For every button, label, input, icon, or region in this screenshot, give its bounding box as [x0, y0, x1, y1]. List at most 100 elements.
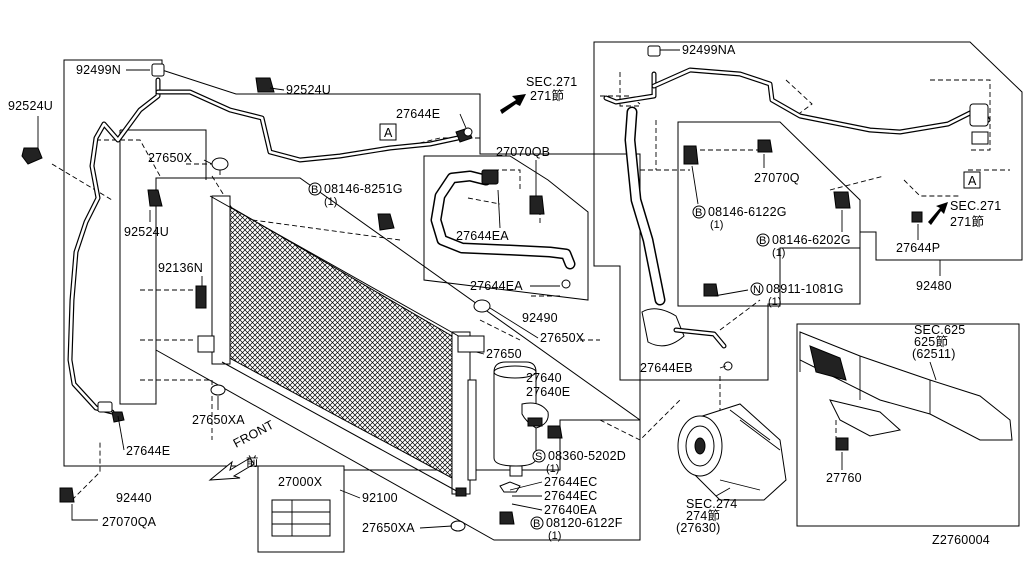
- label-sec274-sub: 274節: [686, 508, 720, 523]
- label-27000X: 27000X: [278, 475, 323, 489]
- label-27644EB: 27644EB: [640, 361, 693, 375]
- nut-27070Q: [757, 139, 773, 153]
- label-27000X-icon: [271, 499, 331, 537]
- bolt-08146-6202G: [833, 191, 851, 209]
- label-92499NA: 92499NA: [682, 43, 736, 57]
- label-92524U-mid: 92524U: [124, 225, 169, 239]
- svg-text:B: B: [533, 518, 540, 530]
- svg-text:B: B: [311, 184, 318, 196]
- label-27644P: 27644P: [896, 241, 940, 255]
- bolt-27070QA: [59, 487, 75, 503]
- label-92440: 92440: [116, 491, 152, 505]
- svg-text:(1): (1): [710, 219, 723, 231]
- label-sec625-sub: 625節: [914, 334, 948, 349]
- label-leaders: [37, 49, 941, 529]
- ref-box-A-right: A: [963, 171, 981, 189]
- label-27644EC-a: 27644EC: [544, 475, 598, 489]
- label-sec271-right-sub: 271節: [950, 214, 984, 229]
- label-27644E-bottom: 27644E: [126, 444, 170, 458]
- label-27070QA: 27070QA: [102, 515, 157, 529]
- grommet-27650X-mid: [473, 299, 491, 313]
- svg-text:(1): (1): [546, 463, 559, 475]
- grommet-27650X-top: [211, 157, 229, 171]
- suction-pipe: [603, 45, 991, 145]
- label-27644EC-b: 27644EC: [544, 489, 598, 503]
- hose-92490: [430, 169, 576, 270]
- label-27640E: 27640E: [526, 385, 570, 399]
- label-27640EA: 27640EA: [544, 503, 597, 517]
- frame-label-box: [257, 465, 345, 553]
- label-92524U-left: 92524U: [8, 99, 53, 113]
- label-27644E-top: 27644E: [396, 107, 440, 121]
- label-sec271-right: SEC.271: [950, 199, 1001, 213]
- clip-92524U-left: [21, 147, 43, 165]
- frame-right-assembly: [593, 41, 1023, 381]
- label-08146-6122G: 08146-6122G: [708, 205, 787, 219]
- label-92499N: 92499N: [76, 63, 121, 77]
- label-08146-6202G: 08146-6202G: [772, 233, 851, 247]
- sensor-92136N: [195, 285, 207, 309]
- label-27650: 27650: [486, 347, 522, 361]
- label-sec274: SEC.274: [686, 497, 737, 511]
- oring-27644P: [911, 211, 923, 223]
- svg-text:(1): (1): [324, 196, 337, 208]
- bolt-08120-6122F: [499, 511, 515, 525]
- frame-hose-detail: [423, 155, 589, 301]
- front-indicator: [208, 457, 255, 481]
- frame-compressor-box: [796, 323, 1020, 527]
- label-sec625: SEC.625: [914, 323, 965, 337]
- cap-92499NA: [647, 45, 661, 57]
- part-labels: 92499N 92524U 92524U 92524U 27644E 27644…: [8, 43, 1001, 547]
- cap-92499N: [151, 63, 165, 77]
- clip-92524U-top: [255, 77, 275, 93]
- svg-text:B: B: [695, 207, 702, 219]
- label-27644EA-top: 27644EA: [456, 229, 509, 243]
- label-27650XA-bottom: 27650XA: [362, 521, 415, 535]
- radiator-core-support: [799, 331, 1013, 441]
- condenser-92100: [197, 195, 485, 497]
- label-27650XA-left: 27650XA: [192, 413, 245, 427]
- diagram-code: Z2760004: [932, 533, 990, 547]
- liquid-pipe-92440: [67, 63, 165, 423]
- nut-08911-1081G: [703, 283, 719, 297]
- grommet-27650XA-bottom: [450, 520, 466, 532]
- label-92524U-top: 92524U: [286, 83, 331, 97]
- label-front-jp: 前: [246, 454, 259, 469]
- label-27640: 27640: [526, 371, 562, 385]
- circled-marks: B B B N S B: [308, 182, 770, 530]
- label-27070QB: 27070QB: [496, 145, 550, 159]
- svg-text:S: S: [535, 451, 542, 463]
- grommet-27650XA-left: [210, 384, 226, 396]
- svg-text:(1): (1): [548, 530, 561, 542]
- label-08120-6122F: 08120-6122F: [546, 516, 623, 530]
- bolt-27070QB: [529, 195, 545, 215]
- bracket-27640E: [521, 402, 549, 429]
- label-27070Q: 27070Q: [754, 171, 800, 185]
- label-sec274-num: (27630): [676, 521, 721, 535]
- receiver-drier-27640: [493, 361, 537, 477]
- bolt-08146-8251G: [377, 213, 395, 231]
- low-pressure-hose-92480: [624, 106, 733, 371]
- label-27650X-mid: 27650X: [540, 331, 585, 345]
- svg-text:(1): (1): [768, 296, 781, 308]
- part-27760: [835, 437, 849, 451]
- label-92490: 92490: [522, 311, 558, 325]
- compressor: [677, 403, 787, 501]
- label-08360-5202D: 08360-5202D: [548, 449, 626, 463]
- ref-box-A-left: A: [379, 123, 397, 141]
- svg-text:(1): (1): [772, 247, 785, 259]
- label-27650X-top: 27650X: [148, 151, 193, 165]
- label-92480: 92480: [916, 279, 952, 293]
- bolt-08146-6122G: [683, 145, 699, 165]
- svg-text:B: B: [759, 235, 766, 247]
- label-sec271-left-sub: 271節: [530, 88, 564, 103]
- label-sec625-num: (62511): [912, 347, 956, 361]
- svg-text:N: N: [753, 284, 761, 296]
- label-27644EA-mid: 27644EA: [470, 279, 523, 293]
- ref-A-right-text: A: [968, 174, 977, 188]
- label-92100: 92100: [362, 491, 398, 505]
- ref-A-left-text: A: [384, 126, 393, 140]
- label-08146-8251G: 08146-8251G: [324, 182, 403, 196]
